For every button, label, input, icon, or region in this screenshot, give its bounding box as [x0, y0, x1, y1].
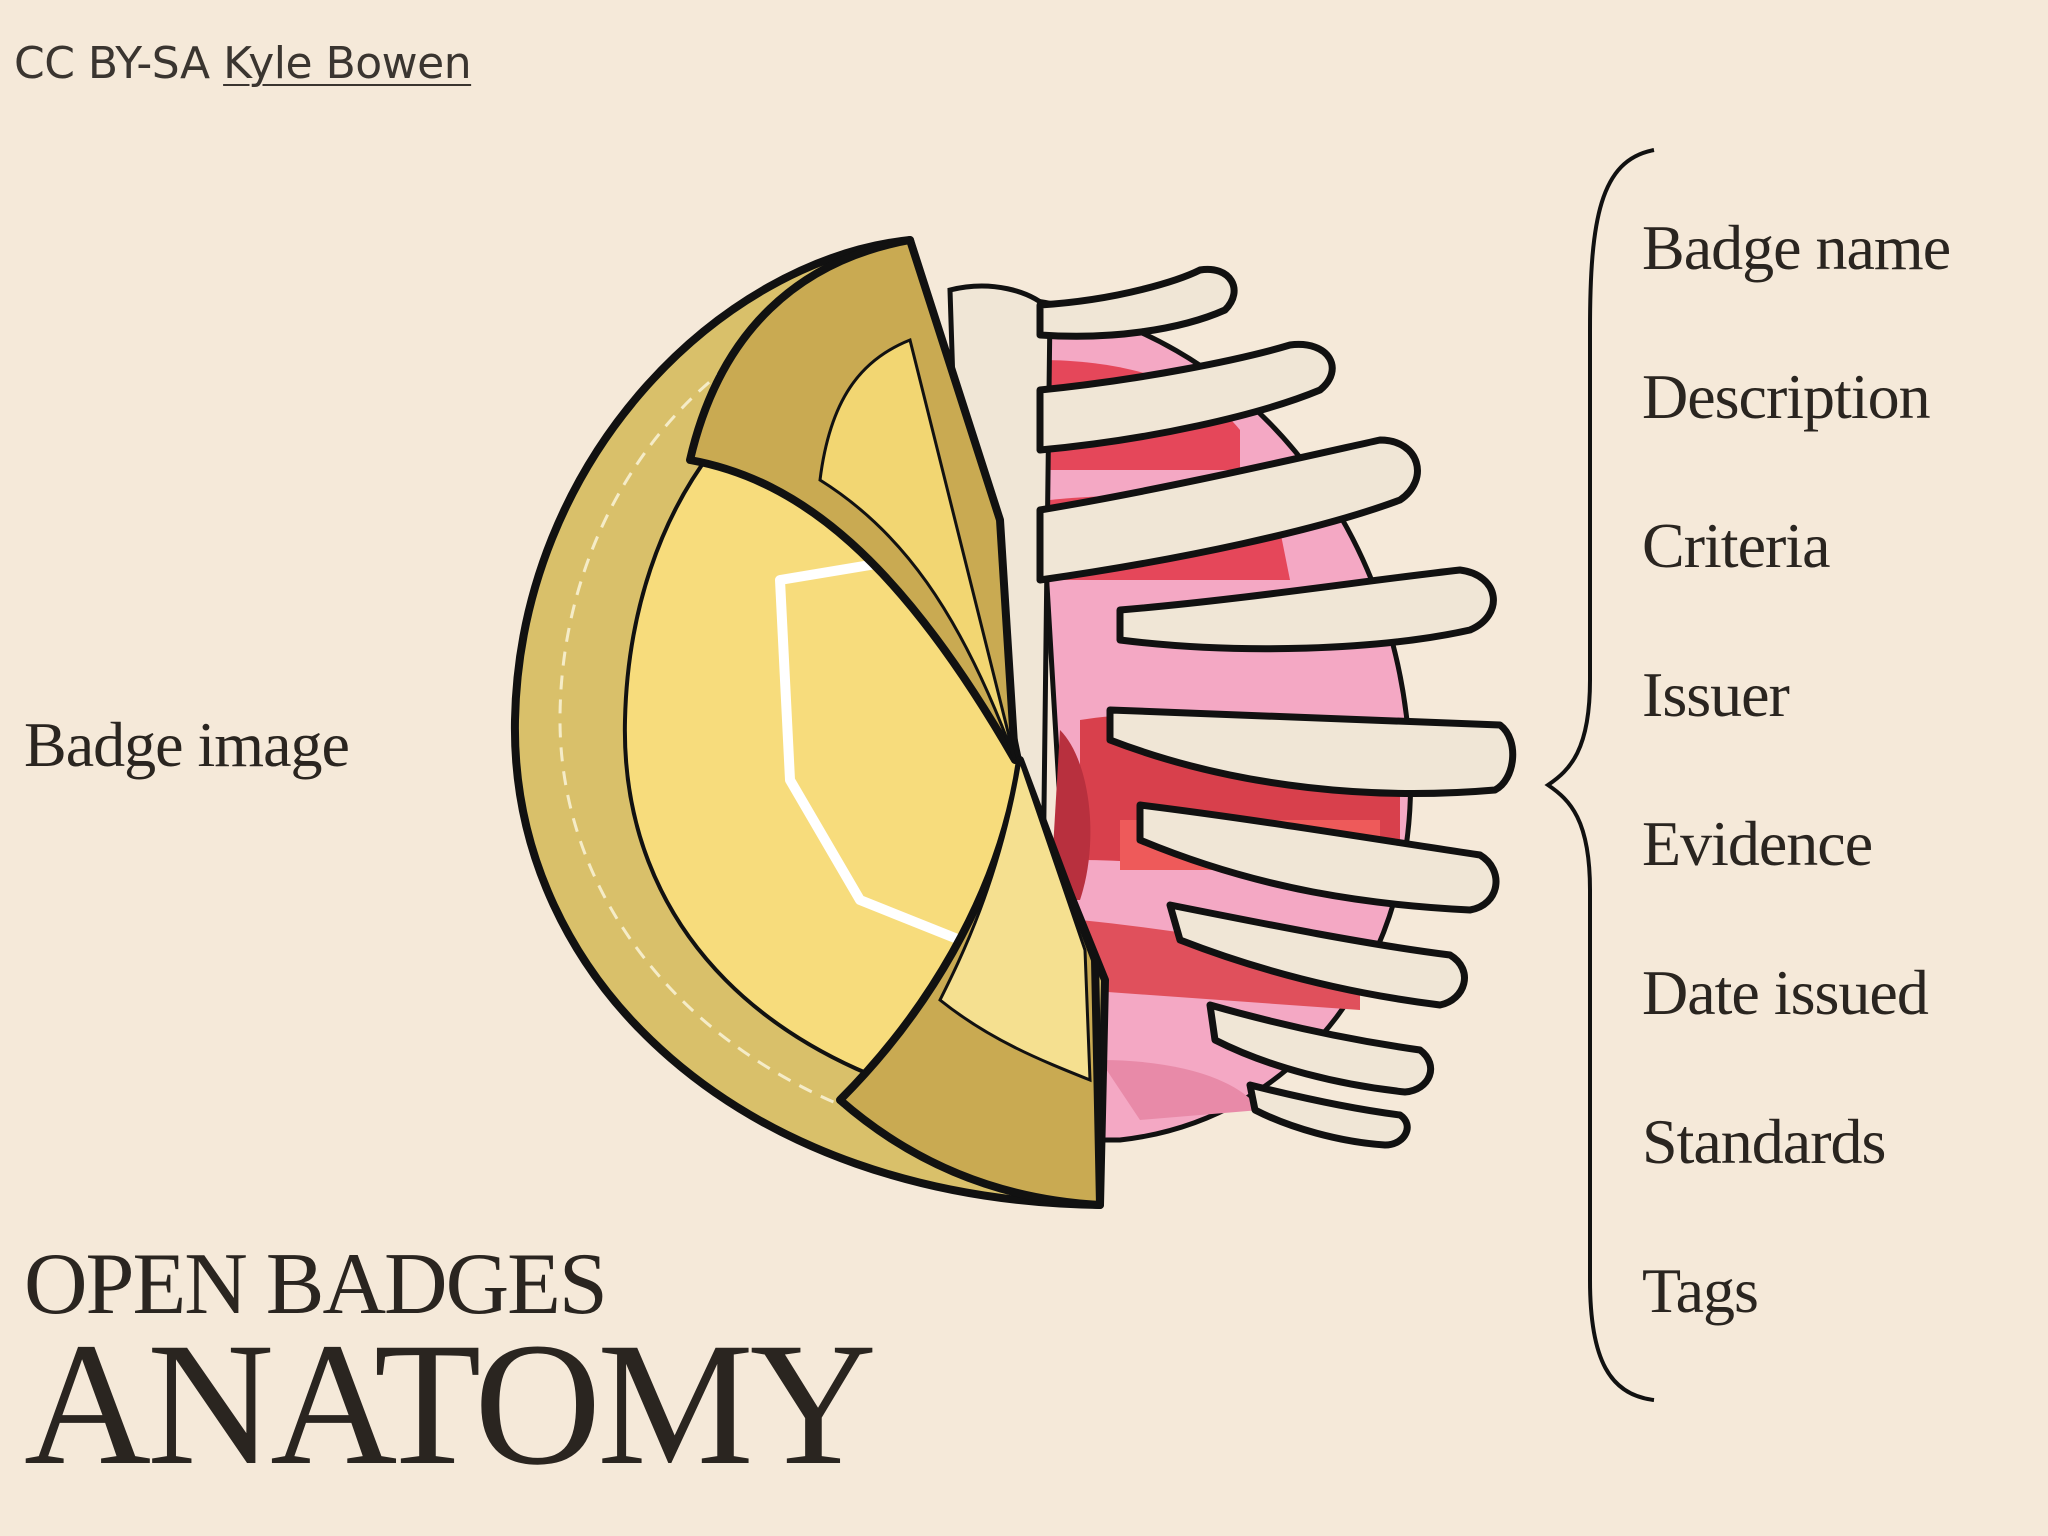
field-standards: Standards [1642, 1104, 1950, 1253]
field-criteria: Criteria [1642, 508, 1950, 657]
field-description: Description [1642, 359, 1950, 508]
field-tags: Tags [1642, 1253, 1950, 1402]
title-line-2: ANATOMY [24, 1320, 873, 1490]
badge-image-label: Badge image [24, 708, 349, 782]
field-bracket [1548, 150, 1654, 1400]
field-evidence: Evidence [1642, 806, 1950, 955]
field-date-issued: Date issued [1642, 955, 1950, 1104]
field-badge-name: Badge name [1642, 210, 1950, 359]
field-list: Badge name Description Criteria Issuer E… [1642, 210, 1950, 1402]
field-issuer: Issuer [1642, 657, 1950, 806]
